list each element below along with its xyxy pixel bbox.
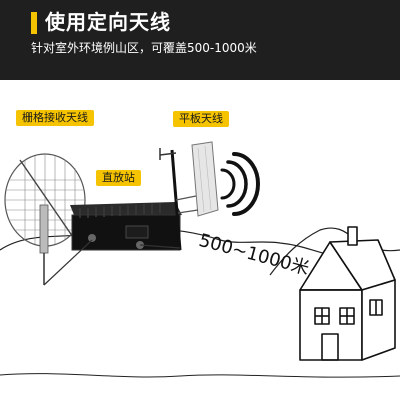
grid-antenna-illustration	[4, 153, 86, 285]
panel-antenna-illustration	[139, 141, 219, 251]
page-title: 使用定向天线	[45, 10, 171, 34]
header-bar: 使用定向天线 针对室外环境例山区，可覆盖500-1000米	[0, 0, 400, 80]
repeater-label: 直放站	[96, 170, 141, 186]
ground-line	[0, 228, 331, 256]
page-subtitle: 针对室外环境例山区，可覆盖500-1000米	[31, 41, 257, 55]
illustration-scene: 栅格接收天线 平板天线 直放站 500~1000米	[0, 80, 400, 400]
house-illustration	[299, 226, 396, 361]
illustration-svg	[0, 141, 400, 378]
signal-waves-icon	[220, 152, 260, 216]
grid-antenna-label: 栅格接收天线	[16, 110, 94, 126]
repeater-illustration	[43, 202, 182, 286]
foreground-line	[0, 373, 400, 378]
accent-bar	[31, 12, 37, 34]
panel-antenna-label: 平板天线	[173, 111, 229, 127]
